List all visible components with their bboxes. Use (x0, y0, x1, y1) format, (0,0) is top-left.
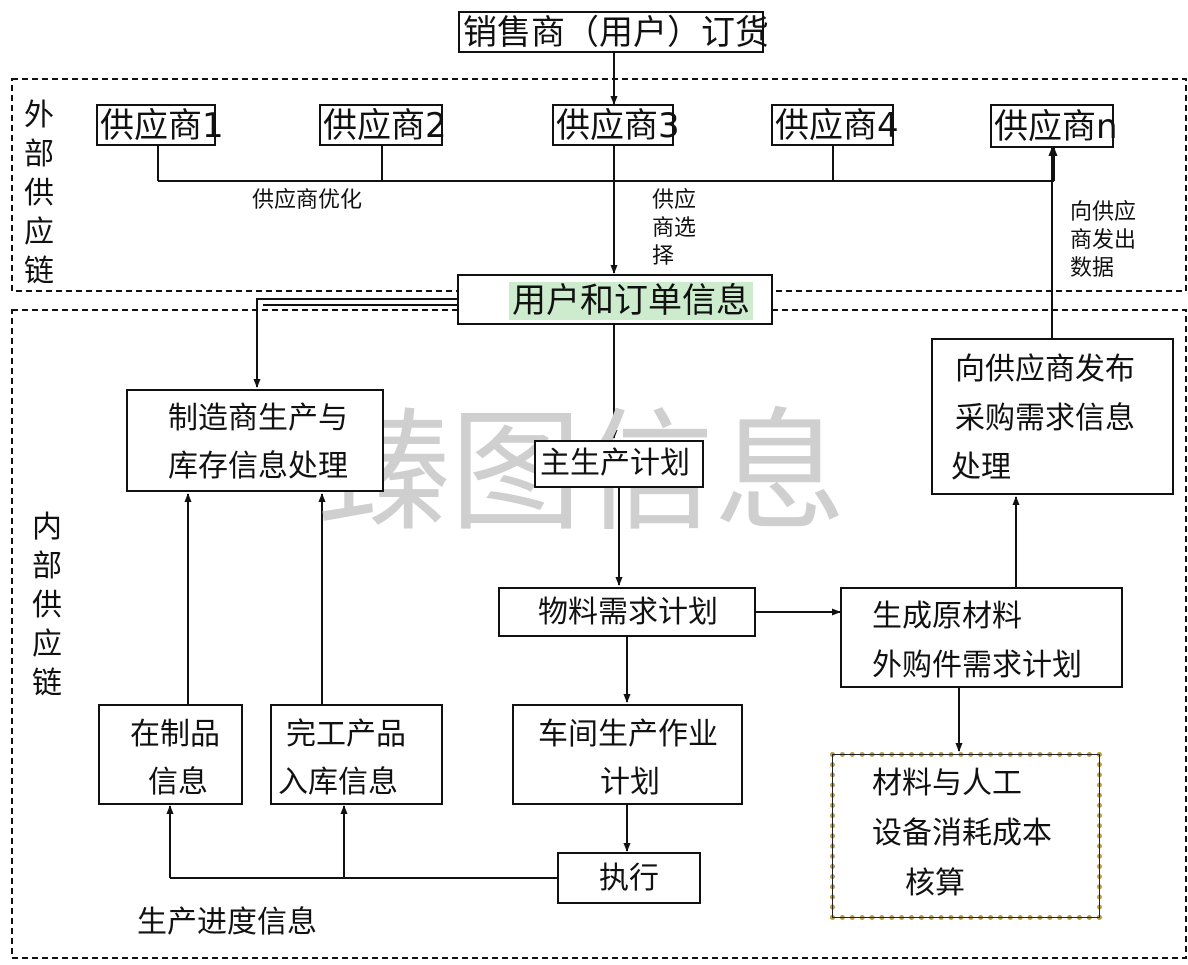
wip-line1: 在制品 (130, 717, 220, 752)
production-progress-label: 生产进度信息 (137, 905, 317, 940)
cost-line1: 材料与人工 (872, 766, 1022, 801)
order-label: 销售商（用户）订货 (463, 13, 769, 53)
mrp-label: 物料需求计划 (538, 595, 718, 630)
finished-goods-box: 完工产品 入库信息 (270, 704, 443, 805)
raw-materials-plan-box: 生成原材料 外购件需求计划 (840, 587, 1123, 688)
order-info-label: 用户和订单信息 (509, 282, 753, 320)
publish-line3: 处理 (951, 450, 1011, 485)
supplier-3-label: 供应商3 (556, 106, 680, 146)
supplier-1-label: 供应商1 (100, 106, 224, 146)
master-plan-label: 主生产计划 (540, 446, 690, 481)
order-info-box: 用户和订单信息 (457, 274, 773, 325)
order-box: 销售商（用户）订货 (458, 11, 769, 53)
mrp-box: 物料需求计划 (498, 587, 756, 637)
manufacturer-line2: 库存信息处理 (168, 449, 348, 484)
arrow-order-info-to-manufacturer (253, 298, 459, 388)
supplier-4-label: 供应商4 (775, 106, 899, 146)
wip-line2: 信息 (148, 765, 208, 800)
execute-label: 执行 (599, 861, 659, 896)
raw-materials-line2: 外购件需求计划 (872, 648, 1082, 683)
supplier-2-label: 供应商2 (323, 106, 447, 146)
cost-line2: 设备消耗成本 (872, 816, 1052, 851)
raw-materials-line1: 生成原材料 (872, 599, 1022, 634)
supplier-select-label: 供应商选择 (652, 188, 697, 269)
supplier-n-box: 供应商n (990, 104, 1118, 148)
workshop-plan-box: 车间生产作业 计划 (512, 704, 743, 805)
finished-line2: 入库信息 (278, 765, 398, 800)
cost-accounting-box: 材料与人工 设备消耗成本 核算 (830, 752, 1102, 920)
external-region-label: 外部供应链 (24, 98, 54, 289)
publish-demand-box: 向供应商发布 采购需求信息 处理 (931, 338, 1174, 495)
finished-line1: 完工产品 (286, 717, 406, 752)
internal-region-label: 内部供应链 (32, 510, 62, 701)
supplier-n-label: 供应商n (994, 107, 1118, 147)
supplier-optimize-label: 供应商优化 (252, 188, 363, 213)
supplier-3-box: 供应商3 (552, 104, 680, 146)
send-data-label: 向供应商发出数据 (1070, 200, 1137, 281)
wip-info-box: 在制品 信息 (98, 704, 243, 805)
supplier-2-box: 供应商2 (319, 104, 447, 146)
internal-region-border (11, 309, 1187, 959)
master-plan-box: 主生产计划 (534, 440, 704, 488)
workshop-line2: 计划 (600, 765, 660, 800)
execute-box: 执行 (557, 852, 701, 904)
publish-line2: 采购需求信息 (955, 401, 1135, 436)
workshop-line1: 车间生产作业 (538, 717, 718, 752)
manufacturer-line1: 制造商生产与 (168, 401, 348, 436)
manufacturer-box: 制造商生产与 库存信息处理 (126, 389, 384, 492)
supplier-1-box: 供应商1 (96, 104, 224, 146)
cost-line3: 核算 (905, 866, 965, 901)
publish-line1: 向供应商发布 (955, 352, 1135, 387)
supplier-4-box: 供应商4 (771, 104, 899, 146)
